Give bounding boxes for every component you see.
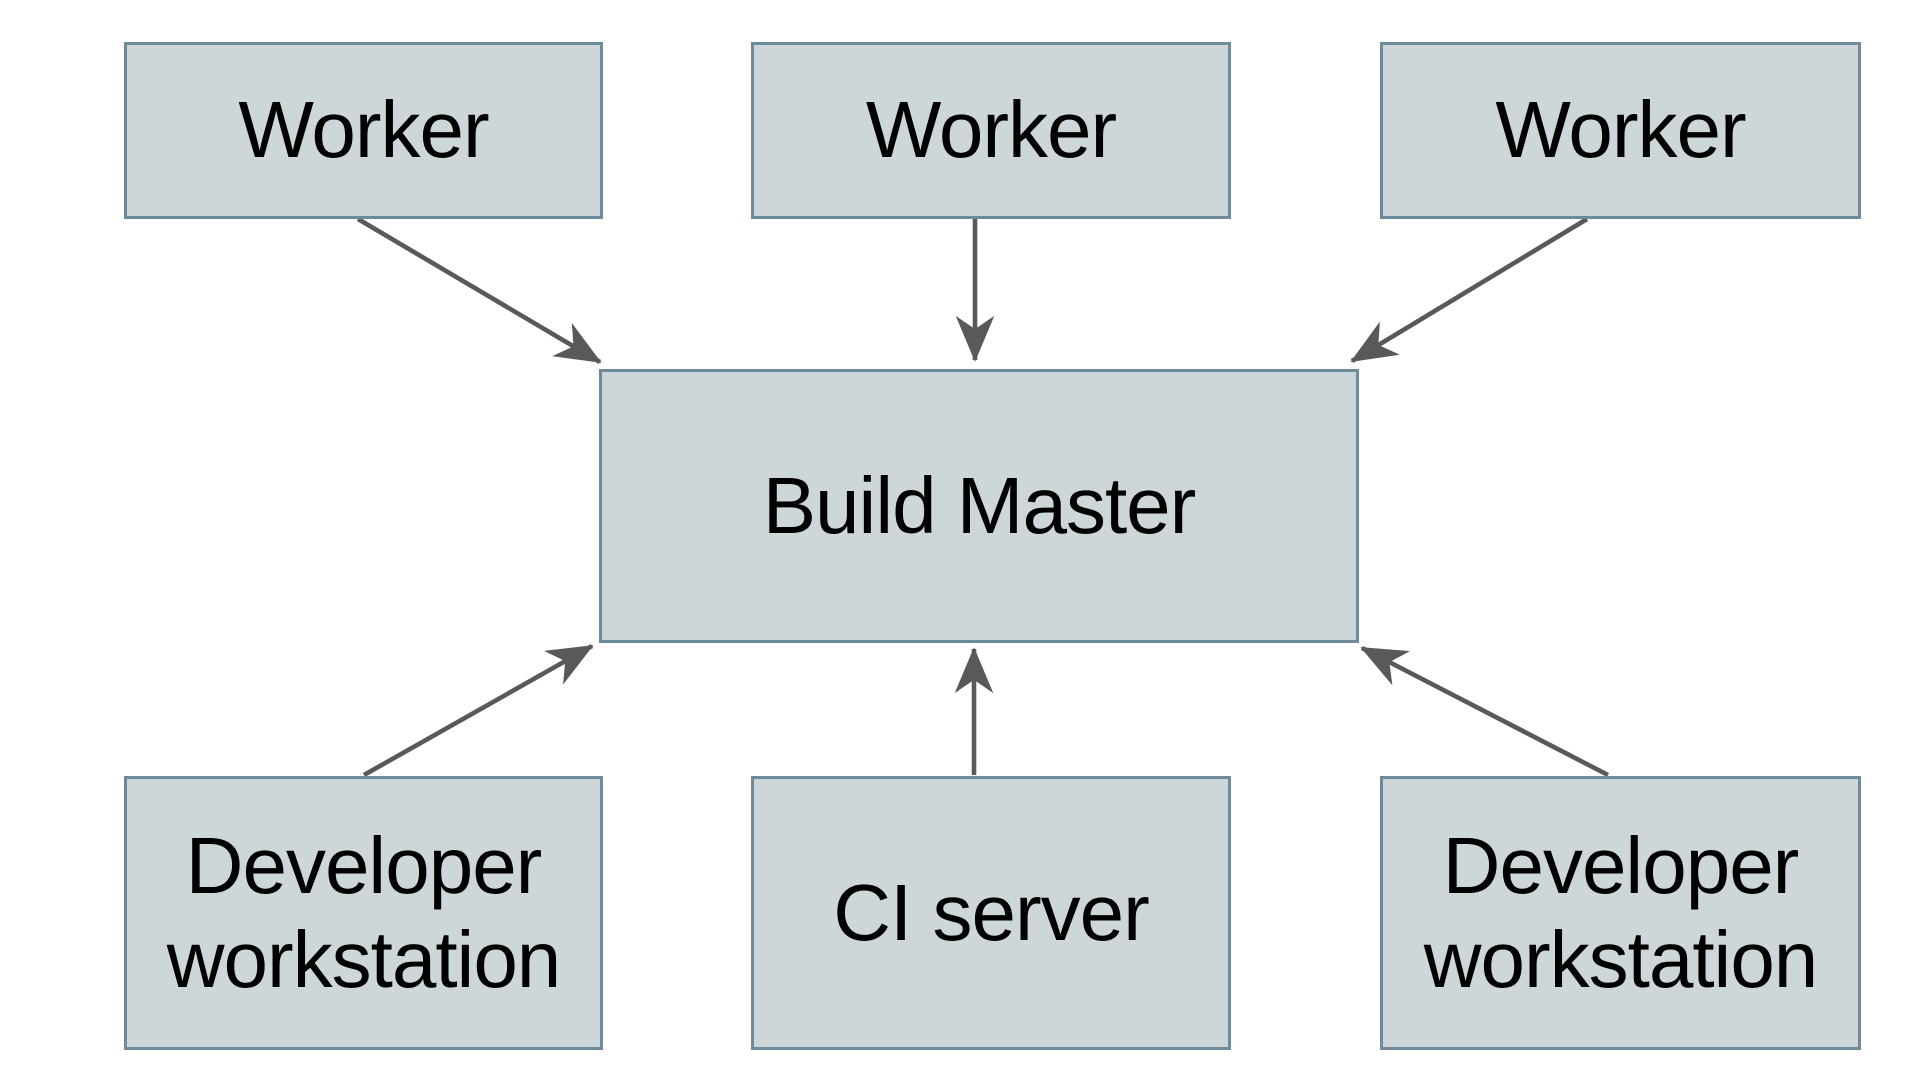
node-build-master: Build Master xyxy=(599,369,1359,643)
node-developer-workstation-2-label: Developer workstation xyxy=(1423,820,1819,1004)
node-worker-2-label: Worker xyxy=(865,85,1117,175)
edge-developer-workstation-1-to-build-master xyxy=(362,643,594,778)
node-worker-1-label: Worker xyxy=(238,85,489,175)
node-ci-server: CI server xyxy=(751,776,1231,1050)
node-developer-workstation-1-label: Developer workstation xyxy=(166,820,562,1004)
node-developer-workstation-2: Developer workstation xyxy=(1380,776,1861,1050)
node-developer-workstation-1: Developer workstation xyxy=(124,776,603,1050)
edge-worker-1-to-build-master xyxy=(356,217,602,364)
edge-worker-3-to-build-master xyxy=(1350,217,1589,363)
node-build-master-label: Build Master xyxy=(762,460,1197,550)
edge-developer-workstation-2-to-build-master xyxy=(1360,645,1610,778)
node-ci-server-label: CI server xyxy=(833,867,1149,957)
node-worker-1: Worker xyxy=(124,42,603,219)
node-worker-2: Worker xyxy=(751,42,1231,219)
node-worker-3-label: Worker xyxy=(1495,85,1746,175)
node-worker-3: Worker xyxy=(1380,42,1861,219)
